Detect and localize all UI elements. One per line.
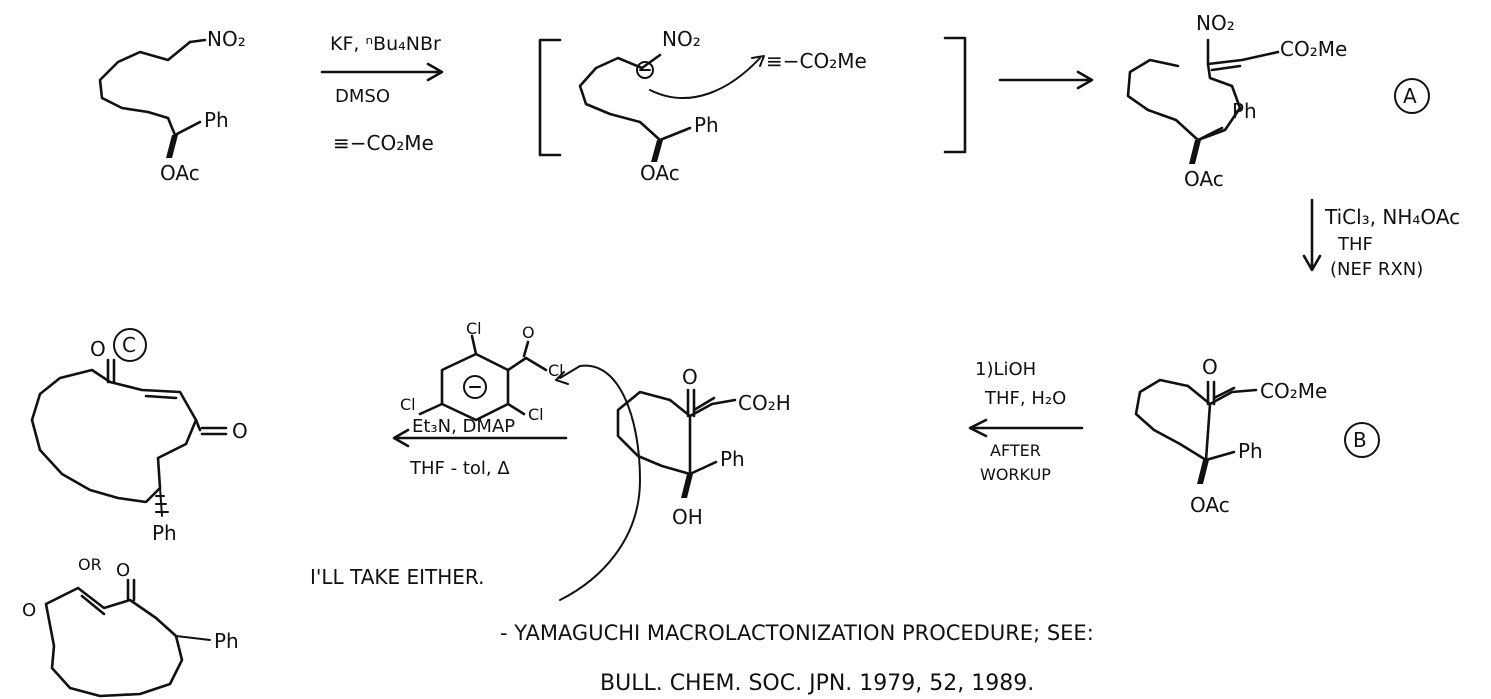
yam-cond-1-label: Et₃N, DMAP — [412, 416, 515, 437]
int-no2-label: NO₂ — [662, 27, 701, 51]
yam-cl-left-label: Cl — [400, 395, 416, 414]
A-circle-label: A — [1403, 84, 1417, 108]
lioh-after-label: AFTER — [990, 441, 1041, 460]
int-ph-label: Ph — [694, 113, 719, 137]
reagents-alkyne-label: ≡−CO₂Me — [333, 131, 434, 155]
yam-cond-2-label: THF - tol, Δ — [409, 458, 510, 479]
B-o-label: O — [1202, 355, 1218, 379]
yam-cl-top-label: Cl — [466, 319, 482, 338]
reagents-kf-label: KF, ⁿBu₄NBr — [330, 33, 441, 55]
nef-rxn-label: (NEF RXN) — [1330, 259, 1423, 280]
alternative-product: O O Ph — [22, 560, 239, 698]
start-no2-label: NO₂ — [207, 27, 246, 51]
alt-o-left-label: O — [22, 600, 36, 621]
acid-co2h-label: CO₂H — [738, 391, 791, 415]
compound-B: O CO₂Me Ph OAc B — [1134, 355, 1380, 517]
B-co2me-label: CO₂Me — [1260, 379, 1327, 403]
C-ph-label: Ph — [152, 521, 177, 545]
C-o-label: O — [90, 337, 106, 361]
acid-ph-label: Ph — [720, 447, 745, 471]
nef-thf-label: THF — [1337, 234, 1373, 255]
A-no2-label: NO₂ — [1196, 11, 1235, 35]
lioh-label: 1)LiOH — [975, 359, 1036, 380]
arrow-1: KF, ⁿBu₄NBr DMSO ≡−CO₂Me — [320, 33, 444, 155]
take-either-note: I'LL TAKE EITHER. — [310, 565, 484, 589]
lioh-solvent-label: THF, H₂O — [984, 388, 1066, 409]
yam-o-label: O — [522, 323, 535, 342]
acid-oh-label: OH — [672, 505, 703, 529]
alt-ph-label: Ph — [214, 629, 239, 653]
product-C: O C O Ph — [30, 328, 248, 545]
start-oac-label: OAc — [160, 161, 200, 185]
compound-A: NO₂ CO₂Me Ph OAc A — [1126, 11, 1430, 191]
yamaguchi-reagent: Cl O Cl Cl Cl Et₃N, DMAP THF - tol, Δ — [392, 319, 641, 601]
B-oac-label: OAc — [1190, 493, 1230, 517]
yamaguchi-note: - YAMAGUCHI MACROLACTONIZATION PROCEDURE… — [500, 621, 1094, 645]
intermediate: NO₂ ≡−CO₂Me Ph OAc — [538, 27, 967, 185]
start-ph-label: Ph — [204, 108, 229, 132]
B-circle-label: B — [1353, 428, 1367, 452]
arrow-2 — [998, 70, 1094, 90]
C-o-ester-label: O — [232, 419, 248, 443]
nef-reagents-label: TiCl₃, NH₄OAc — [1324, 205, 1460, 229]
yam-cl-right-label: Cl — [528, 405, 544, 424]
int-oac-label: OAc — [640, 161, 680, 185]
reference-note: BULL. CHEM. SOC. JPN. 1979, 52, 1989. — [600, 671, 1034, 696]
A-ph-label: Ph — [1232, 99, 1257, 123]
alt-o-top-label: O — [116, 560, 130, 581]
lioh-workup-label: WORKUP — [980, 465, 1051, 484]
starting-material: NO₂ Ph OAc — [98, 27, 246, 185]
arrow-nef: TiCl₃, NH₄OAc THF (NEF RXN) — [1302, 198, 1460, 280]
arrow-lioh: 1)LiOH THF, H₂O AFTER WORKUP — [968, 359, 1084, 484]
or-text: OR — [78, 555, 102, 574]
B-ph-label: Ph — [1238, 439, 1263, 463]
int-alkyne-label: ≡−CO₂Me — [766, 49, 867, 73]
C-circle-label: C — [122, 333, 136, 357]
reagents-dmso-label: DMSO — [335, 86, 390, 107]
acid-o-label: O — [682, 365, 698, 389]
A-oac-label: OAc — [1184, 167, 1224, 191]
A-co2me-label: CO₂Me — [1280, 37, 1347, 61]
seco-acid: O CO₂H Ph OH — [616, 365, 791, 529]
